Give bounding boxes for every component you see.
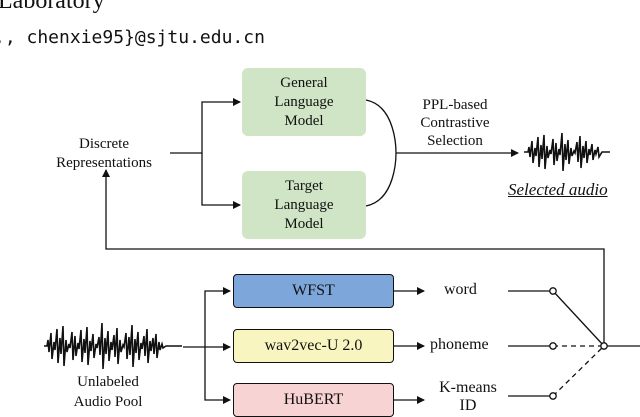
output-phoneme-label: phoneme [430,336,489,353]
output-word-label: word [444,281,477,298]
discrete-representations-label: Discrete Representations [56,136,152,171]
selected-audio-label: Selected audio [508,180,608,199]
target-language-model-label: Target Language Model [274,177,334,232]
wav2vec-box: wav2vec-U 2.0 [233,329,394,363]
selected-audio-waveform-icon [524,132,610,172]
ppl-contrastive-selection-label: PPL-based Contrastive Selection [420,97,490,149]
unlabeled-audio-pool-label: Unlabeled Audio Pool [73,374,143,410]
wav2vec-label: wav2vec-U 2.0 [264,337,363,354]
hubert-box: HuBERT [233,383,394,417]
email-text: ., chenxie95}@sjtu.edu.cn [0,27,265,48]
audio-pool-waveform-icon [44,322,182,370]
general-language-model-box: General Language Model [242,68,366,136]
output-kmeans-label: K-means ID [439,379,497,414]
wfst-label: WFST [292,282,335,299]
wfst-box: WFST [233,274,394,308]
hubert-label: HuBERT [283,391,344,408]
general-language-model-label: General Language Model [274,74,334,129]
target-language-model-box: Target Language Model [242,171,366,239]
affiliation-text: Laboratory [0,0,105,14]
